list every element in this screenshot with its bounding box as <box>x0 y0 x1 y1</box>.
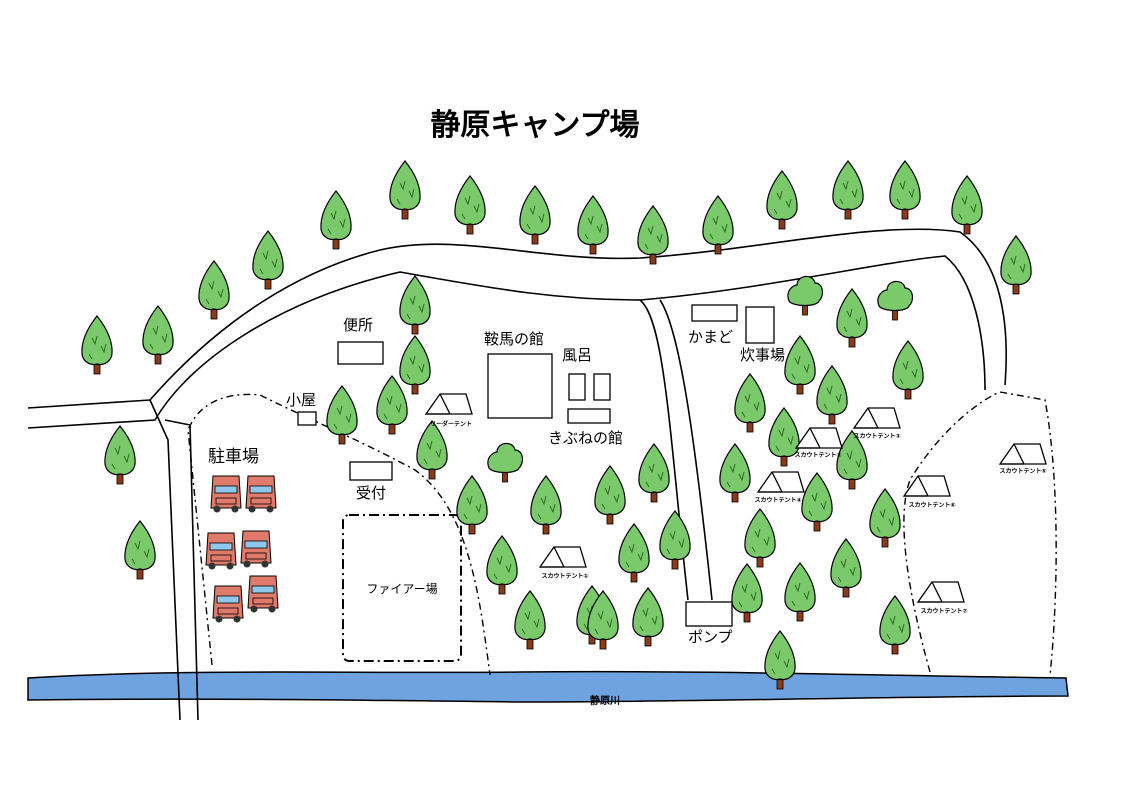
tent-label-6: スカウトテント⑥ <box>908 501 955 509</box>
area-boundaries <box>187 391 1057 676</box>
parked-cars <box>205 475 279 623</box>
kurama-hall-label: 鞍馬の館 <box>484 330 544 348</box>
buildings <box>297 304 775 627</box>
map-title: 静原キャンプ場 <box>430 108 639 143</box>
hut-building <box>297 411 317 426</box>
tent-label-leader: リーダーテント <box>430 420 472 428</box>
kamado-building <box>691 304 738 322</box>
fire-area-label: ファイアー場 <box>366 582 437 596</box>
kitchen-label: 炊事場 <box>740 346 785 364</box>
toilet-building <box>337 341 384 365</box>
tent-label-1: スカウトテント① <box>541 572 588 580</box>
bath-building-2 <box>593 373 611 401</box>
reception-label: 受付 <box>356 484 386 502</box>
bath-building-1 <box>568 373 586 401</box>
tent-label-2: スカウトテント② <box>794 451 841 459</box>
tent-label-4: スカウトテント④ <box>754 496 801 504</box>
river <box>27 670 1069 703</box>
kifune-hall-building <box>567 408 611 424</box>
kurama-hall-building <box>487 353 553 419</box>
kifune-hall-label: きぶねの館 <box>548 429 623 447</box>
tent-label-3: スカウトテント③ <box>853 432 900 440</box>
fire-area <box>342 514 462 662</box>
kitchen-building <box>745 306 775 344</box>
roads <box>27 228 1007 721</box>
bath-label: 風呂 <box>562 346 592 364</box>
parking-label: 駐車場 <box>208 447 259 467</box>
pump-building <box>685 601 733 627</box>
hut-label: 小屋 <box>286 391 316 409</box>
toilet-label: 便所 <box>343 316 373 334</box>
reception-building <box>349 461 393 481</box>
kamado-label: かまど <box>688 328 733 346</box>
tent-label-5: スカウトテント⑤ <box>999 467 1046 475</box>
pump-label: ポンプ <box>688 628 733 646</box>
river-label: 静原川 <box>590 694 620 707</box>
tent-label-7: スカウトテント⑦ <box>920 607 967 615</box>
